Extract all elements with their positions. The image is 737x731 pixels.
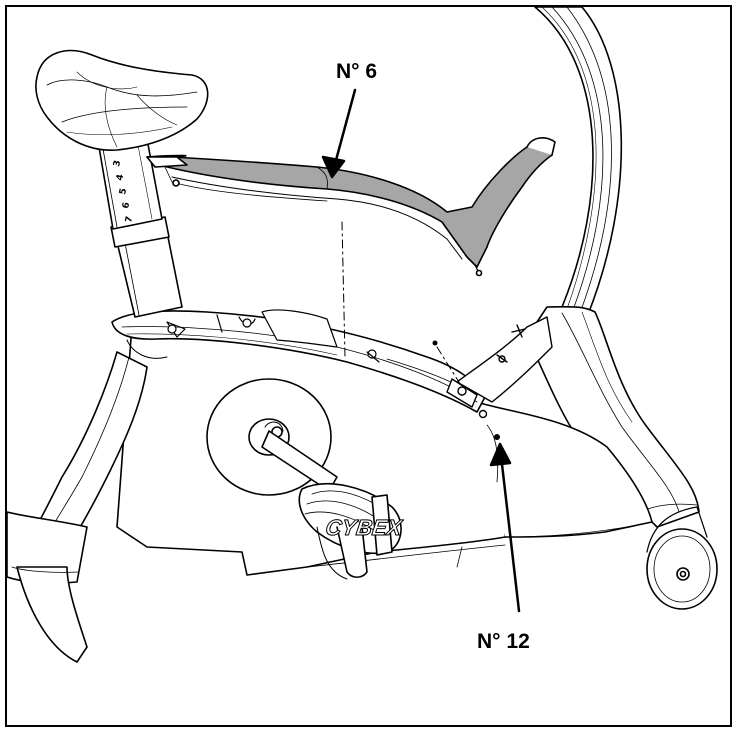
console-mast (534, 7, 623, 318)
saddle (35, 49, 209, 151)
diagram-frame: 3 4 5 6 7 CYBEX (5, 5, 732, 727)
crank-assembly (206, 378, 402, 580)
seat-post-scale: 3 4 5 6 7 (112, 159, 135, 223)
scale-number: 7 (124, 215, 135, 223)
callout-label-part-6: N° 6 (336, 60, 378, 83)
scale-number: 4 (115, 173, 126, 181)
frame-inner-details (166, 309, 458, 386)
scale-number: 5 (118, 187, 129, 195)
seat-post (98, 138, 183, 318)
alignment-lines (341, 221, 463, 388)
bike-assembly-drawing: 3 4 5 6 7 CYBEX (7, 7, 718, 663)
screw-markers (432, 340, 500, 440)
front-frame-leg (7, 351, 148, 663)
part-6-handlebar-cover (146, 137, 556, 277)
rear-bracket (446, 316, 553, 419)
scale-number: 6 (121, 201, 132, 209)
callout-arrow-12 (489, 442, 521, 613)
callout-arrow-6 (321, 88, 357, 179)
callout-label-part-12: N° 12 (477, 630, 530, 653)
scale-number: 3 (112, 159, 123, 167)
brand-logo-text: CYBEX (324, 515, 405, 540)
